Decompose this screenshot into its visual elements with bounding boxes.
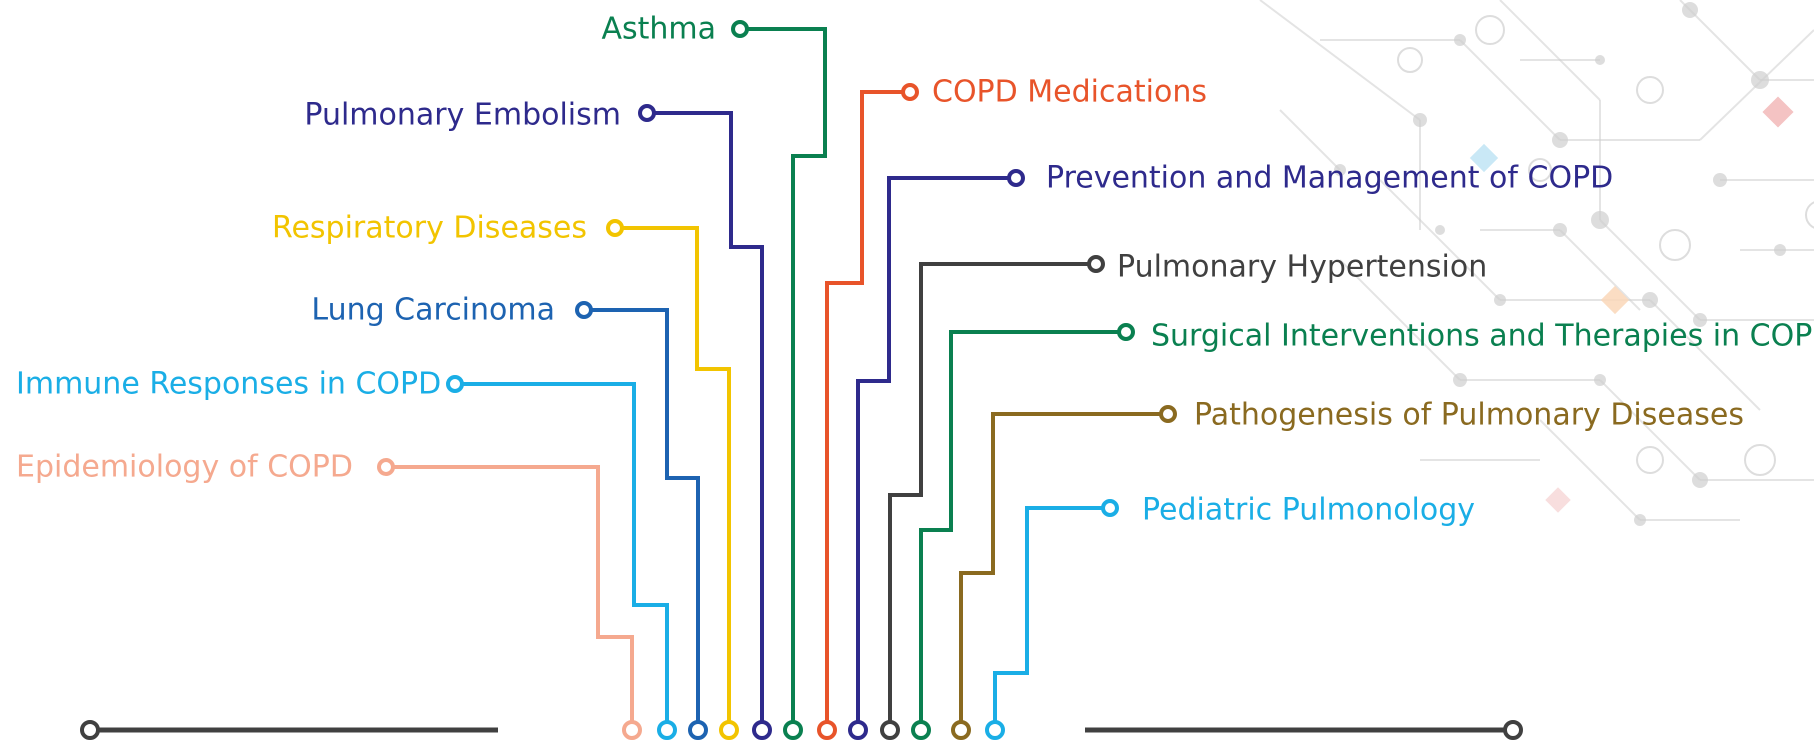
label-endpoint-pulmonary-hypertension	[1087, 255, 1105, 273]
circuit-node	[1494, 294, 1506, 306]
topic-labels: Epidemiology of COPD Immune Responses in …	[16, 12, 1814, 528]
topic-label-pulmonary-embolism: Pulmonary Embolism	[304, 98, 621, 133]
connector-immune-responses	[455, 382, 669, 730]
baseline-node-respiratory-diseases	[719, 720, 739, 740]
baseline-node-surgical-interventions	[911, 720, 931, 740]
circuit-trace	[1599, 219, 1701, 321]
label-endpoint-respiratory-diseases	[606, 219, 624, 237]
label-endpoint-immune-responses	[446, 375, 464, 393]
baseline-node-asthma	[783, 720, 803, 740]
baseline-left-end	[80, 720, 100, 740]
baseline-node-epidemiology	[622, 720, 642, 740]
circuit-node	[1594, 374, 1606, 386]
circuit-node	[1692, 472, 1708, 488]
connector-surgical-interventions	[919, 330, 1126, 730]
baseline-node-immune-responses	[657, 720, 677, 740]
topic-label-prevention-management: Prevention and Management of COPD	[1046, 161, 1613, 196]
label-endpoint-prevention-management	[1007, 169, 1025, 187]
decor-diamond	[1545, 487, 1571, 513]
circuit-node	[1413, 113, 1427, 127]
connector-pediatric-pulmonology	[993, 506, 1110, 730]
circuit-ring	[1475, 15, 1505, 45]
connector-asthma	[740, 27, 827, 730]
circuit-trace	[1649, 299, 1761, 411]
topic-label-pulmonary-hypertension: Pulmonary Hypertension	[1117, 250, 1487, 285]
topic-label-copd-medications: COPD Medications	[932, 75, 1207, 110]
topic-label-pathogenesis: Pathogenesis of Pulmonary Diseases	[1194, 398, 1744, 433]
label-endpoint-pathogenesis	[1159, 405, 1177, 423]
circuit-node	[1713, 173, 1727, 187]
circuit-trace	[1539, 419, 1641, 521]
circuit-ring	[1805, 201, 1814, 229]
circuit-node	[1751, 71, 1769, 89]
label-endpoint-surgical-interventions	[1117, 323, 1135, 341]
circuit-trace	[1699, 29, 1814, 141]
baseline-node-pathogenesis	[951, 720, 971, 740]
circuit-node	[1552, 132, 1568, 148]
topic-label-asthma: Asthma	[601, 12, 716, 47]
circuit-ring	[1659, 229, 1691, 261]
circuit-ring	[1636, 76, 1664, 104]
topic-label-respiratory-diseases: Respiratory Diseases	[272, 211, 587, 246]
topic-label-lung-carcinoma: Lung Carcinoma	[311, 293, 555, 328]
circuit-node	[1682, 2, 1698, 18]
baseline-node-prevention-management	[848, 720, 868, 740]
circuit-ring	[1744, 444, 1776, 476]
circuit-node	[1591, 211, 1609, 229]
connector-prevention-management	[856, 176, 1016, 730]
connector-lung-carcinoma	[584, 308, 700, 730]
label-endpoint-pulmonary-embolism	[638, 104, 656, 122]
baseline-node-pediatric-pulmonology	[985, 720, 1005, 740]
connector-lines	[377, 20, 1177, 740]
circuit-ring	[1636, 446, 1664, 474]
circuit-trace	[1459, 39, 1561, 141]
baseline-node-lung-carcinoma	[688, 720, 708, 740]
circuit-node	[1435, 225, 1445, 235]
decor-diamond	[1762, 96, 1794, 128]
circuit-node	[1553, 223, 1567, 237]
label-endpoint-pediatric-pulmonology	[1101, 499, 1119, 517]
connector-pulmonary-hypertension	[888, 262, 1096, 730]
circuit-node	[1454, 34, 1466, 46]
topic-label-surgical-interventions: Surgical Interventions and Therapies in …	[1151, 319, 1814, 354]
circuit-trace	[1499, 0, 1601, 101]
connector-copd-medications	[825, 90, 910, 730]
label-endpoint-asthma	[731, 20, 749, 38]
baseline-node-pulmonary-embolism	[752, 720, 772, 740]
connector-respiratory-diseases	[615, 226, 731, 730]
topic-label-pediatric-pulmonology: Pediatric Pulmonology	[1142, 493, 1475, 528]
label-endpoint-epidemiology	[377, 458, 395, 476]
circuit-node	[1642, 292, 1658, 308]
circuit-node	[1453, 373, 1467, 387]
baseline-node-pulmonary-hypertension	[880, 720, 900, 740]
label-endpoint-copd-medications	[901, 83, 919, 101]
circuit-trace	[1679, 0, 1761, 81]
topic-label-immune-responses: Immune Responses in COPD	[16, 367, 441, 402]
baseline-right-end	[1503, 720, 1523, 740]
label-endpoint-lung-carcinoma	[575, 301, 593, 319]
circuit-node	[1774, 244, 1786, 256]
connector-pathogenesis	[959, 412, 1168, 730]
circuit-node	[1634, 514, 1646, 526]
circuit-trace	[1259, 0, 1421, 121]
circuit-node	[1595, 55, 1605, 65]
baseline-bar	[80, 720, 1523, 740]
baseline-node-copd-medications	[817, 720, 837, 740]
connector-pulmonary-embolism	[647, 111, 764, 730]
connector-epidemiology	[386, 465, 634, 730]
circuit-ring	[1397, 47, 1423, 73]
topic-label-epidemiology: Epidemiology of COPD	[16, 450, 353, 485]
decor-diamond	[1600, 285, 1630, 315]
circuit-trace	[1559, 229, 1641, 311]
